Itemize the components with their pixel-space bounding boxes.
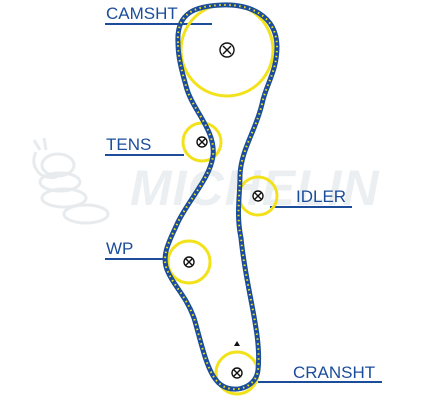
camshaft-label: CAMSHT (106, 4, 178, 23)
idler-center-icon (252, 190, 264, 202)
tensioner-label: TENS (106, 135, 152, 154)
michelin-man-logo (32, 137, 110, 225)
timing-mark-icon (234, 341, 240, 346)
timing-belt (162, 2, 280, 392)
water-pump-pulley (166, 239, 212, 285)
water-pump-label: WP (106, 239, 134, 258)
idler-label: IDLER (296, 187, 347, 206)
camshaft-center-icon (219, 42, 235, 58)
crankshaft-label: CRANSHT (293, 363, 376, 382)
tensioner-center-icon (196, 136, 208, 148)
crankshaft-center-icon (231, 367, 243, 379)
water-pump-center-icon (183, 256, 195, 268)
